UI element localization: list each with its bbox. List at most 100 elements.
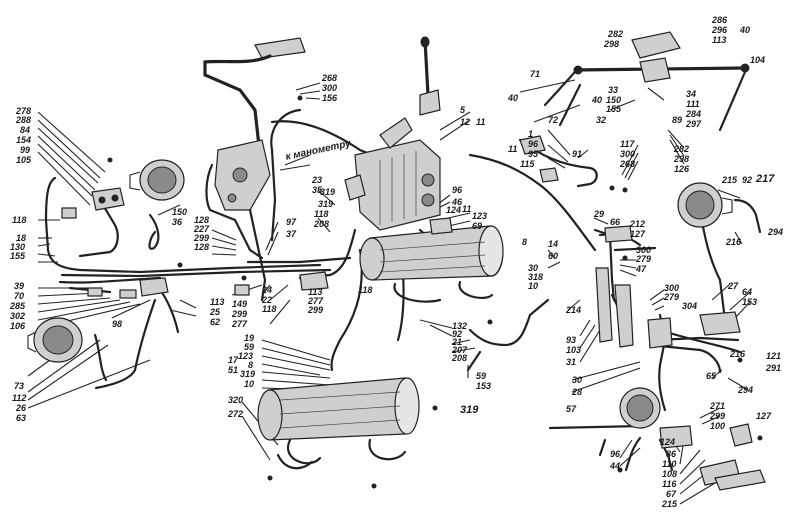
callout-63: 63 bbox=[16, 413, 27, 423]
callout-34: 34 bbox=[686, 89, 697, 99]
callout-28: 28 bbox=[572, 387, 583, 397]
callout-285: 285 bbox=[10, 301, 26, 311]
callout-214: 214 bbox=[566, 305, 582, 315]
callout-154: 154 bbox=[16, 135, 32, 145]
callout-5: 5 bbox=[460, 105, 466, 115]
callout-14: 14 bbox=[548, 239, 559, 249]
callout-44: 44 bbox=[610, 461, 621, 471]
callout-35: 35 bbox=[312, 185, 323, 195]
callout-268: 268 bbox=[322, 73, 338, 83]
callout-23: 23 bbox=[312, 175, 323, 185]
callout-155: 155 bbox=[10, 251, 26, 261]
callout-216b: 216 bbox=[730, 349, 746, 359]
callout-96: 96 bbox=[452, 185, 463, 195]
callout-116: 116 bbox=[662, 479, 677, 489]
callout-277b: 277 bbox=[308, 296, 324, 306]
callout-108: 108 bbox=[662, 469, 678, 479]
callout-124: 124 bbox=[446, 205, 462, 215]
callout-300b: 300 bbox=[620, 149, 636, 159]
callout-127: 127 bbox=[630, 229, 646, 239]
callout-30b: 30 bbox=[572, 375, 583, 385]
callout-208: 208 bbox=[314, 219, 330, 229]
callout-51: 51 bbox=[228, 365, 239, 375]
callout-71: 71 bbox=[530, 69, 541, 79]
callout-33: 33 bbox=[608, 85, 619, 95]
callout-320: 320 bbox=[228, 395, 244, 405]
callout-113b: 113 bbox=[308, 287, 323, 297]
callout-106: 106 bbox=[10, 321, 26, 331]
callout-103: 103 bbox=[566, 345, 582, 355]
callout-296: 296 bbox=[712, 25, 728, 35]
callout-40c: 40 bbox=[592, 95, 603, 105]
callout-128: 128 bbox=[194, 215, 210, 225]
callout-298b: 298 bbox=[674, 154, 690, 164]
callout-62: 62 bbox=[210, 317, 221, 327]
callout-123b: 123 bbox=[238, 351, 254, 361]
callout-26: 26 bbox=[16, 403, 27, 413]
callout-11b: 11 bbox=[462, 204, 472, 214]
callout-57: 57 bbox=[566, 404, 577, 414]
callout-32: 32 bbox=[596, 115, 607, 125]
callout-17: 17 bbox=[228, 355, 239, 365]
callout-294: 294 bbox=[768, 227, 784, 237]
callout-319b: 319 bbox=[318, 199, 334, 209]
callout-66: 66 bbox=[610, 217, 621, 227]
callout-30: 30 bbox=[528, 263, 539, 273]
callout-117: 117 bbox=[620, 139, 635, 149]
callout-118: 118 bbox=[12, 215, 27, 225]
callout-282b: 282 bbox=[674, 144, 690, 154]
callout-112: 112 bbox=[12, 393, 27, 403]
callout-18: 18 bbox=[16, 233, 27, 243]
callout-207: 207 bbox=[452, 345, 468, 355]
callout-1: 1 bbox=[528, 129, 534, 139]
callout-91: 91 bbox=[572, 149, 583, 159]
callout-277: 277 bbox=[232, 319, 248, 329]
callout-299: 299 bbox=[194, 233, 210, 243]
callout-96c: 96 bbox=[610, 449, 621, 459]
callout-95: 95 bbox=[528, 149, 539, 159]
callout-111: 111 bbox=[686, 99, 700, 109]
callout-300: 300 bbox=[322, 83, 338, 93]
callout-150b: 150 bbox=[606, 95, 622, 105]
callout-8: 8 bbox=[522, 237, 528, 247]
brake-valve-assembly bbox=[344, 36, 441, 231]
callout-59: 59 bbox=[244, 342, 255, 352]
callout-86: 86 bbox=[666, 449, 677, 459]
callout-130: 130 bbox=[10, 242, 26, 252]
brake-pedal bbox=[203, 37, 306, 302]
callout-40b: 40 bbox=[508, 93, 519, 103]
callout-124b: 124 bbox=[660, 437, 676, 447]
callout-153: 153 bbox=[476, 381, 492, 391]
callout-60: 60 bbox=[548, 251, 559, 261]
callout-11c: 11 bbox=[508, 144, 518, 154]
callout-89: 89 bbox=[672, 115, 683, 125]
callout-272: 272 bbox=[228, 409, 244, 419]
callout-150: 150 bbox=[172, 207, 188, 217]
callout-36: 36 bbox=[172, 217, 183, 227]
left-fittings bbox=[61, 187, 329, 299]
callout-212: 212 bbox=[630, 219, 646, 229]
callout-113c: 113 bbox=[712, 35, 727, 45]
callout-128b: 128 bbox=[194, 242, 210, 252]
callout-92b: 92 bbox=[742, 175, 753, 185]
callout-215b: 215 bbox=[662, 499, 678, 509]
callout-72: 72 bbox=[548, 115, 559, 125]
callout-31: 31 bbox=[566, 357, 577, 367]
callout-300c: 300 bbox=[636, 245, 652, 255]
bolts bbox=[107, 95, 763, 489]
callout-46: 46 bbox=[452, 197, 463, 207]
callout-73: 73 bbox=[14, 381, 25, 391]
callout-121: 121 bbox=[766, 351, 782, 361]
callout-69: 69 bbox=[472, 221, 483, 231]
callout-215: 215 bbox=[722, 175, 738, 185]
callout-22: 22 bbox=[262, 295, 273, 305]
callout-64: 64 bbox=[742, 287, 753, 297]
callout-100: 100 bbox=[710, 421, 726, 431]
callout-110: 110 bbox=[662, 459, 677, 469]
callout-156: 156 bbox=[322, 93, 338, 103]
callout-127b: 127 bbox=[756, 411, 772, 421]
callout-126: 126 bbox=[674, 164, 690, 174]
callout-21: 21 bbox=[452, 337, 463, 347]
